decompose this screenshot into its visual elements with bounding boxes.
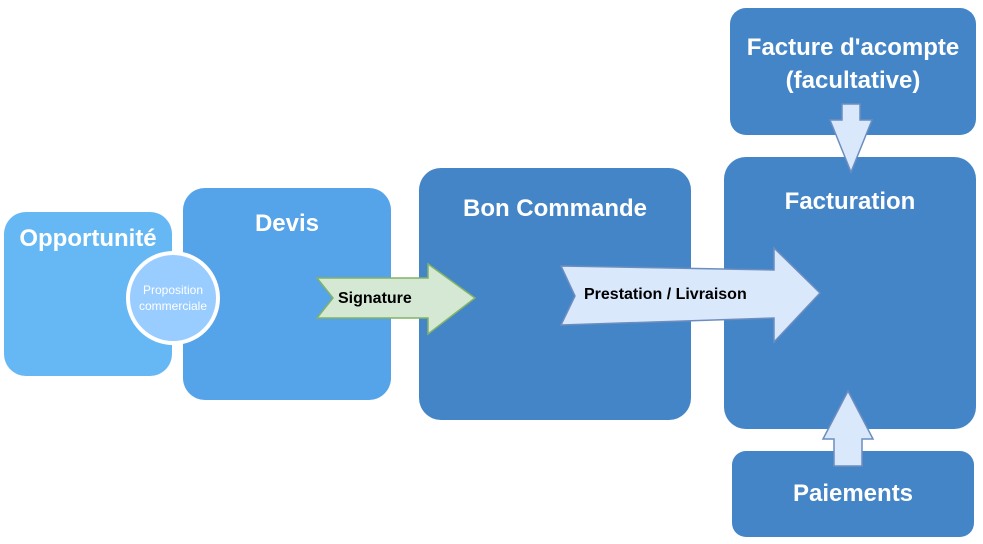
badge-line1: Proposition <box>142 283 204 297</box>
facture-acompte-line1-label: Facture d'acompte <box>746 34 960 61</box>
facture-acompte-line2-label: (facultative) <box>785 67 921 94</box>
paiements-label: Paiements <box>792 480 914 507</box>
prestation-arrow <box>559 246 822 344</box>
acompte-down-arrow <box>828 103 874 175</box>
devis-label: Devis <box>254 210 320 237</box>
signature-arrow <box>315 262 477 336</box>
prestation-label: Prestation / Livraison <box>584 286 747 303</box>
badge-line2: commerciale <box>138 299 207 313</box>
proposition-commerciale-badge: Proposition commerciale <box>126 251 220 345</box>
bon-commande-label: Bon Commande <box>462 195 647 222</box>
signature-label: Signature <box>338 290 412 307</box>
facturation-label: Facturation <box>784 188 916 215</box>
paiements-up-arrow <box>821 389 875 467</box>
opportunite-label: Opportunité <box>19 225 157 252</box>
